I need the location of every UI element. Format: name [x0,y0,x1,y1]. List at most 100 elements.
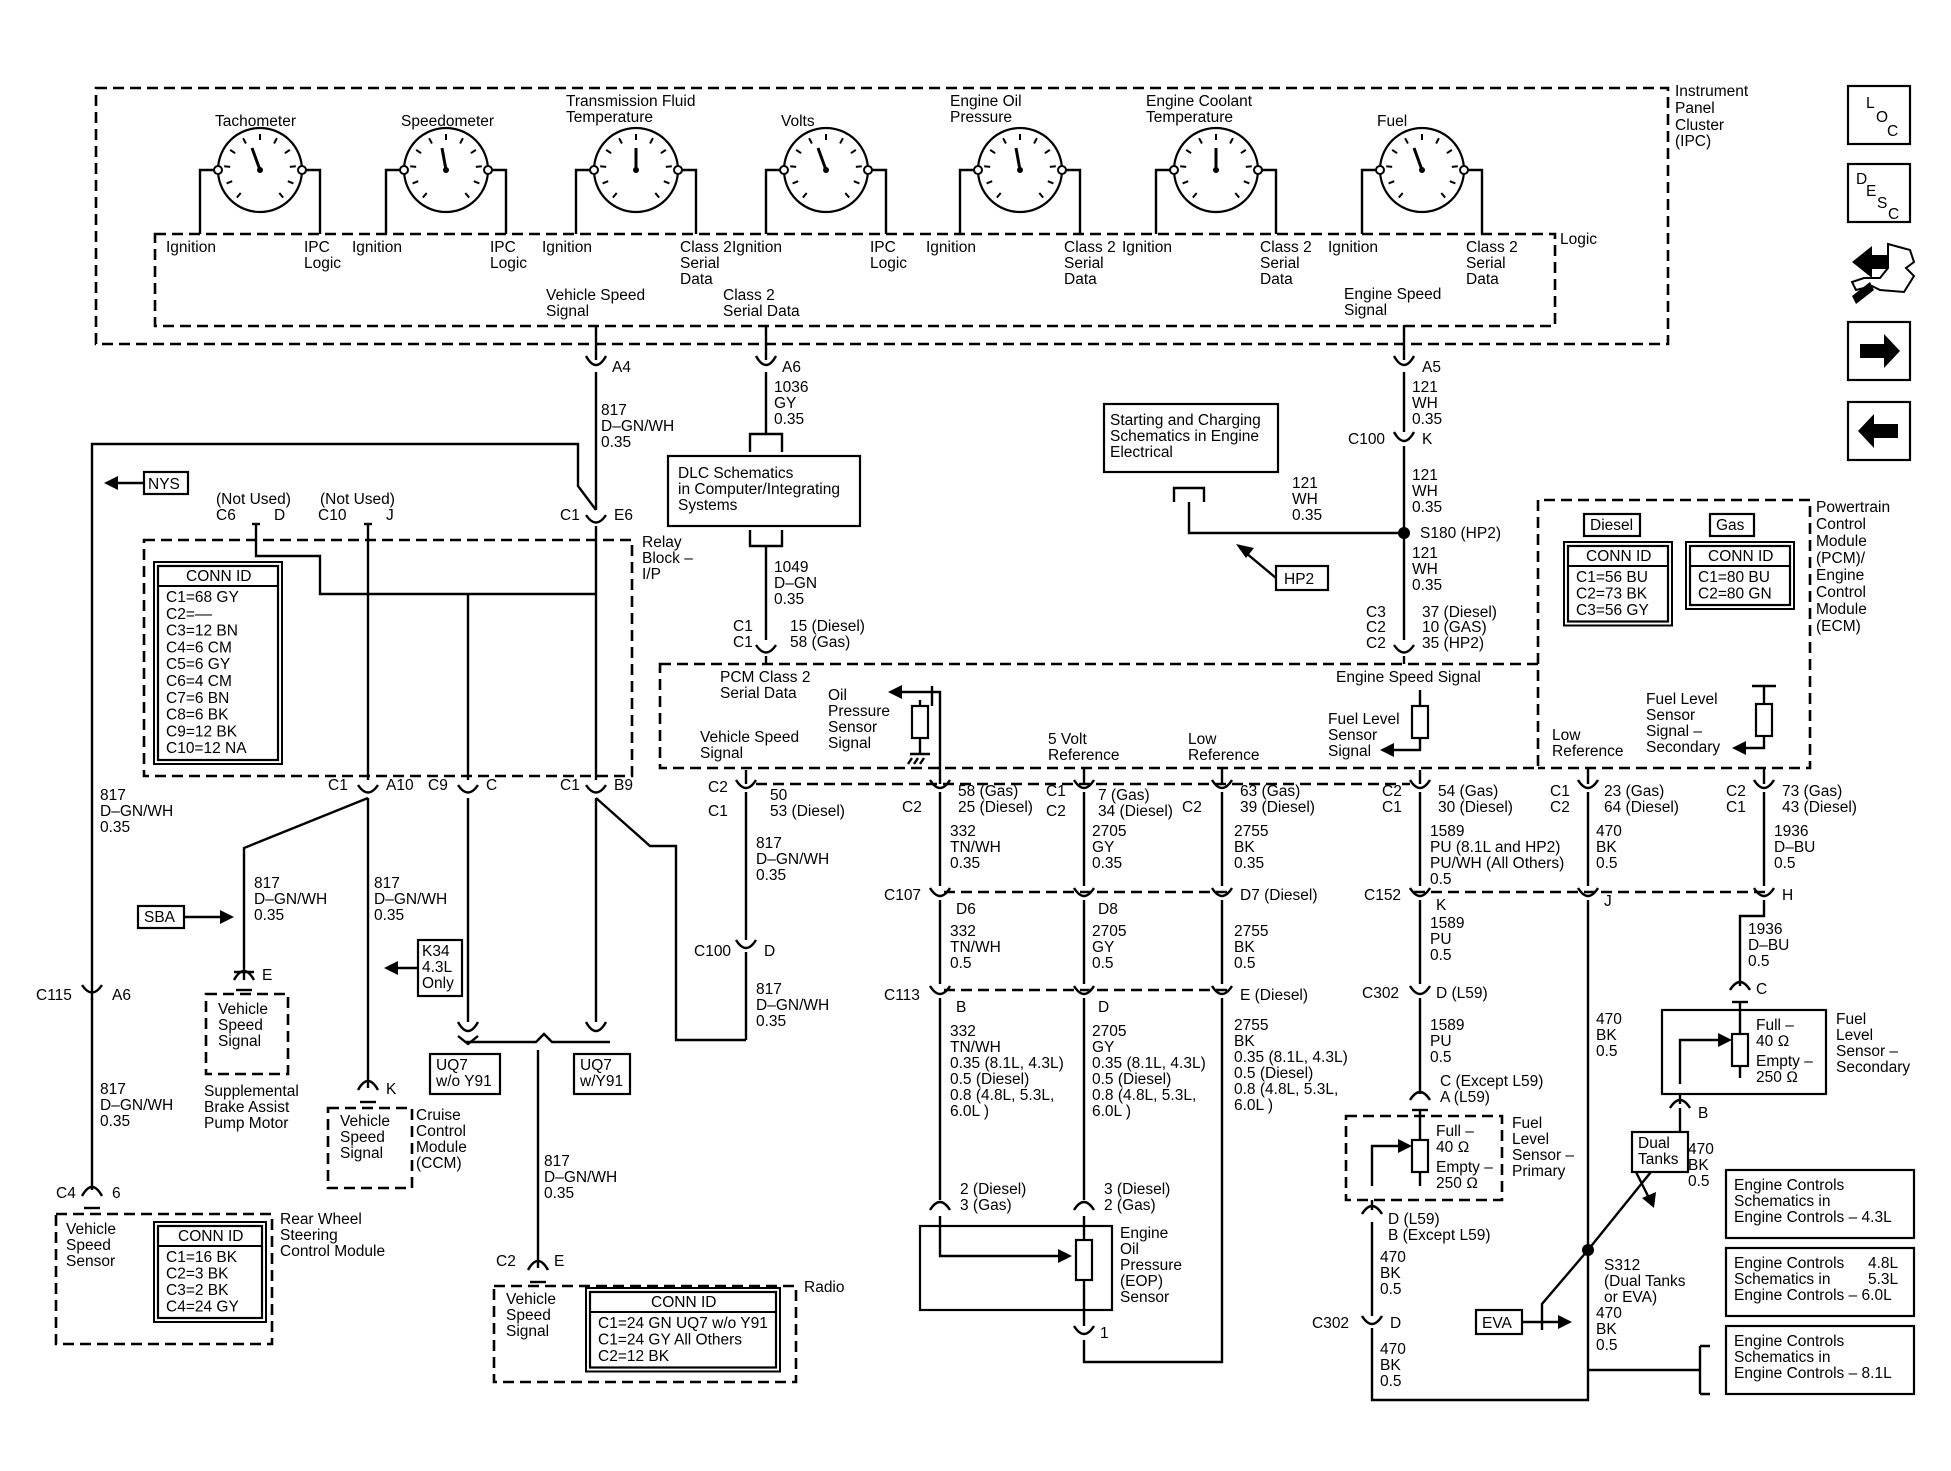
svg-text:34 (Diesel): 34 (Diesel) [1098,803,1173,820]
svg-text:43 (Diesel): 43 (Diesel) [1782,799,1857,816]
ccm-wire-label: 817 D–GN/WH 0.35 [374,875,447,924]
pcm-fuel-label: Fuel Level Sensor Signal [1328,711,1400,760]
svg-text:0.35 (8.1L, 4.3L): 0.35 (8.1L, 4.3L) [1234,1049,1348,1066]
conn-table-row: C7=6 BN [166,690,229,707]
svg-text:Panel: Panel [1675,100,1715,117]
svg-text:E: E [554,1253,564,1270]
nys-tag: NYS [104,470,190,496]
svg-text:Signal: Signal [506,1323,549,1340]
conn-table-row: C3=56 GY [1576,602,1649,619]
svg-text:1589: 1589 [1430,823,1464,840]
svg-text:Oil: Oil [828,687,847,704]
svg-text:Control Module: Control Module [280,1243,385,1260]
gauge-right-label: Logic [304,255,341,272]
svg-text:C152: C152 [1364,887,1401,904]
svg-text:Low: Low [1552,727,1581,744]
svg-text:C9: C9 [428,777,448,794]
svg-text:PU (8.1L and HP2): PU (8.1L and HP2) [1430,839,1560,856]
next-page-button[interactable] [1846,320,1912,382]
gauge-title: Volts [781,113,815,130]
svg-text:Reference: Reference [1552,743,1624,760]
svg-text:0.5 (Diesel): 0.5 (Diesel) [950,1071,1029,1088]
gauge-title: Engine Coolant [1146,93,1253,110]
svg-text:C6: C6 [216,507,236,524]
svg-text:4.8L: 4.8L [1868,1255,1899,1272]
svg-text:0.5: 0.5 [1688,1173,1710,1190]
svg-text:0.35: 0.35 [100,1113,130,1130]
c1-a10: C1 A10 [242,777,414,1088]
svg-text:C1: C1 [708,803,728,820]
relay-block-outline [142,538,634,778]
svg-text:0.5: 0.5 [1430,871,1452,888]
svg-text:Signal: Signal [340,1145,383,1162]
svg-text:GY: GY [1092,839,1114,856]
eva-tag: EVA [1474,1308,1572,1336]
svg-text:A10: A10 [386,777,414,794]
svg-text:BK: BK [1596,1321,1617,1338]
svg-text:(PCM)/: (PCM)/ [1816,550,1866,567]
svg-text:0.8 (4.8L, 5.3L,: 0.8 (4.8L, 5.3L, [1234,1081,1338,1098]
engine-ref-81: Engine Controls Schematics in Engine Con… [1588,1324,1916,1396]
svg-text:Dual: Dual [1638,1135,1670,1152]
conn-table-title: CONN ID [178,1228,243,1245]
uq7-w-y91: UQ7 w/Y91 [572,1052,632,1096]
svg-text:Sensor –: Sensor – [1836,1043,1898,1060]
svg-text:B (Except L59): B (Except L59) [1388,1227,1491,1244]
svg-text:GY: GY [774,395,796,412]
svg-text:0.35: 0.35 [1234,855,1264,872]
svg-text:SBA: SBA [144,909,176,926]
svg-text:0.5 (Diesel): 0.5 (Diesel) [1092,1071,1171,1088]
svg-text:0.5: 0.5 [1380,1281,1402,1298]
gauge-right-label: IPC [304,239,330,256]
conn-table-row: C1=80 BU [1698,569,1770,586]
svg-text:WH: WH [1412,395,1438,412]
svg-text:817: 817 [254,875,280,892]
svg-text:0.35: 0.35 [756,1013,786,1030]
conn-table-row: C2=–– [166,606,212,623]
svg-text:(Not Used): (Not Used) [216,491,291,508]
fls2-internal [1732,684,1776,755]
svg-text:0.8 (4.8L, 5.3L,: 0.8 (4.8L, 5.3L, [1092,1087,1196,1104]
svg-text:Engine Controls – 4.3L: Engine Controls – 4.3L [1734,1209,1892,1226]
connector-nav-icon[interactable] [1850,242,1916,304]
gauge-right-label: Serial [1260,255,1300,272]
starting-label: Starting and Charging Schematics in Engi… [1110,412,1261,461]
svg-text:TN/WH: TN/WH [950,839,1001,856]
pcm-outline [658,662,1540,770]
svg-text:0.5: 0.5 [1430,1049,1452,1066]
pcm-5v-label: 5 Volt Reference [1048,731,1120,764]
svg-text:BK: BK [1596,1027,1617,1044]
svg-text:0.35: 0.35 [100,819,130,836]
svg-text:6.0L ): 6.0L ) [1234,1097,1273,1114]
prev-page-button[interactable] [1846,400,1912,462]
svg-text:Reference: Reference [1048,747,1120,764]
svg-text:PU: PU [1430,931,1452,948]
svg-text:Instrument: Instrument [1675,83,1749,100]
svg-text:Engine Controls: Engine Controls [1734,1177,1845,1194]
gauge-right-label: Logic [490,255,527,272]
svg-text:BK: BK [1234,1033,1255,1050]
svg-text:D–GN/WH: D–GN/WH [100,803,173,820]
engine-ref-60: Engine Controls Schematics in Engine Con… [1724,1246,1916,1318]
svg-text:2705: 2705 [1092,923,1126,940]
svg-text:40 Ω: 40 Ω [1756,1033,1790,1050]
svg-text:C302: C302 [1312,1315,1349,1332]
desc-s: S [1877,195,1887,212]
svg-text:35 (HP2): 35 (HP2) [1422,635,1484,652]
svg-text:C2: C2 [1366,635,1386,652]
svg-text:C2: C2 [1382,783,1402,800]
loc-button[interactable]: L O C [1846,84,1912,146]
pcm-pin-5v: C1 C2 7 (Gas) 34 (Diesel) 2705 GY 0.35 D… [1046,768,1206,1200]
svg-text:0.5: 0.5 [1748,953,1770,970]
svg-text:Low: Low [1188,731,1217,748]
desc-button[interactable]: D E S C [1846,162,1912,224]
svg-text:Level: Level [1512,1131,1549,1148]
gauge-left-label: Ignition [926,239,976,256]
svg-text:0.35 (8.1L, 4.3L): 0.35 (8.1L, 4.3L) [950,1055,1064,1072]
svg-text:Speed: Speed [506,1307,551,1324]
svg-text:Engine Controls – 8.1L: Engine Controls – 8.1L [1734,1365,1892,1382]
svg-text:D–GN/WH: D–GN/WH [756,997,829,1014]
svg-text:C2: C2 [1366,619,1386,636]
loc-l: L [1866,95,1875,112]
